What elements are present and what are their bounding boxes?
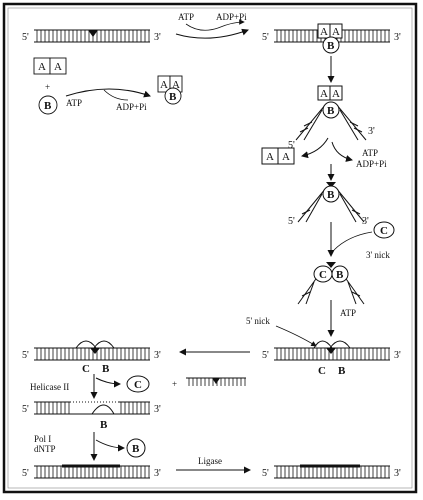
dna-repaired-nicked: 5' 3' bbox=[22, 464, 161, 479]
a2b-complex: A A B bbox=[157, 75, 183, 105]
helicase-step: Helicase II C + bbox=[30, 374, 246, 399]
step1-arrow: ATP ADP+Pi bbox=[175, 12, 249, 39]
pol-label: Pol I bbox=[34, 434, 51, 444]
svg-text:C: C bbox=[318, 365, 326, 377]
dna-a2b-bound: 5' 3' A A B bbox=[262, 23, 401, 54]
svg-text:3': 3' bbox=[362, 216, 369, 227]
dna-lesion-top-left: 5' 3' bbox=[22, 29, 161, 43]
svg-text:C: C bbox=[319, 269, 327, 281]
protein-c-join: C 3' nick bbox=[333, 221, 395, 260]
svg-text:B: B bbox=[102, 363, 110, 375]
adp-pi-label-3: ADP+Pi bbox=[356, 159, 387, 169]
dna-bent-b: B 5' 3' bbox=[288, 182, 369, 227]
svg-text:A: A bbox=[332, 26, 340, 38]
lesion-marker bbox=[88, 30, 98, 37]
step-assembly-arrow: ATP ADP+Pi bbox=[65, 88, 151, 112]
svg-text:A: A bbox=[38, 61, 46, 73]
svg-text:A: A bbox=[332, 88, 340, 100]
svg-text:B: B bbox=[327, 105, 335, 117]
svg-text:B: B bbox=[132, 443, 140, 455]
ligase-step: Ligase bbox=[176, 456, 251, 474]
svg-text:5': 5' bbox=[262, 32, 269, 43]
svg-text:C: C bbox=[134, 379, 142, 391]
ligase-label: Ligase bbox=[198, 456, 222, 466]
svg-text:B: B bbox=[44, 100, 52, 112]
dna-nicked-cb: 5' 3' C B bbox=[262, 340, 401, 377]
svg-text:5': 5' bbox=[288, 216, 295, 227]
dna-excision-complex: 5' 3' C B bbox=[22, 340, 161, 375]
svg-text:C: C bbox=[82, 363, 90, 375]
svg-text:A: A bbox=[172, 79, 180, 91]
svg-text:B: B bbox=[327, 189, 335, 201]
svg-text:5': 5' bbox=[262, 468, 269, 479]
svg-text:3': 3' bbox=[394, 468, 401, 479]
dntp-label: dNTP bbox=[34, 444, 56, 454]
svg-text:3': 3' bbox=[368, 126, 375, 137]
svg-text:+: + bbox=[172, 379, 177, 389]
pol-step: Pol I dNTP B bbox=[34, 432, 146, 461]
svg-text:A: A bbox=[54, 61, 62, 73]
dna-gapped-b: 5' 3' B bbox=[22, 401, 161, 431]
incision-step: ATP 5' nick bbox=[246, 300, 356, 347]
plus-sign: + bbox=[45, 82, 50, 92]
label-5prime: 5' bbox=[22, 32, 29, 43]
svg-text:5': 5' bbox=[262, 350, 269, 361]
svg-text:B: B bbox=[100, 419, 108, 431]
svg-text:B: B bbox=[336, 269, 344, 281]
atp-label: ATP bbox=[178, 12, 194, 22]
svg-text:B: B bbox=[327, 40, 335, 52]
dna-bent-cb: C B bbox=[297, 262, 365, 305]
a-dimer-release: A A ATP ADP+Pi bbox=[261, 137, 387, 169]
nick-5prime-label: 5' nick bbox=[246, 316, 270, 326]
dna-bent-a2b: A A B 5' 3' bbox=[288, 85, 375, 151]
adp-pi-label: ADP+Pi bbox=[216, 12, 247, 22]
excised-oligo bbox=[186, 377, 246, 386]
svg-text:A: A bbox=[320, 88, 328, 100]
atp-label-2: ATP bbox=[66, 98, 82, 108]
protein-b-free: B bbox=[38, 95, 58, 115]
svg-text:5': 5' bbox=[22, 350, 29, 361]
nick-3prime-label: 3' nick bbox=[366, 250, 390, 260]
svg-text:B: B bbox=[169, 91, 177, 103]
svg-text:A: A bbox=[160, 79, 168, 91]
svg-text:5': 5' bbox=[22, 468, 29, 479]
svg-text:3': 3' bbox=[394, 350, 401, 361]
svg-text:3': 3' bbox=[154, 404, 161, 415]
svg-text:B: B bbox=[338, 365, 346, 377]
svg-text:A: A bbox=[320, 26, 328, 38]
dna-repaired-final: 5' 3' bbox=[262, 464, 401, 479]
atp-label-3: ATP bbox=[362, 148, 378, 158]
svg-text:3': 3' bbox=[154, 350, 161, 361]
svg-text:5': 5' bbox=[22, 404, 29, 415]
svg-text:3': 3' bbox=[154, 468, 161, 479]
svg-text:A: A bbox=[266, 151, 274, 163]
label-3prime: 3' bbox=[154, 32, 161, 43]
atp-label-4: ATP bbox=[340, 308, 356, 318]
svg-text:C: C bbox=[380, 225, 388, 237]
helicase-label: Helicase II bbox=[30, 382, 69, 392]
svg-text:3': 3' bbox=[394, 32, 401, 43]
svg-text:A: A bbox=[282, 151, 290, 163]
svg-text:5': 5' bbox=[288, 140, 295, 151]
protein-a-dimer-free: A A bbox=[33, 57, 67, 75]
adp-pi-label-2: ADP+Pi bbox=[116, 102, 147, 112]
figure-border bbox=[2, 2, 418, 494]
